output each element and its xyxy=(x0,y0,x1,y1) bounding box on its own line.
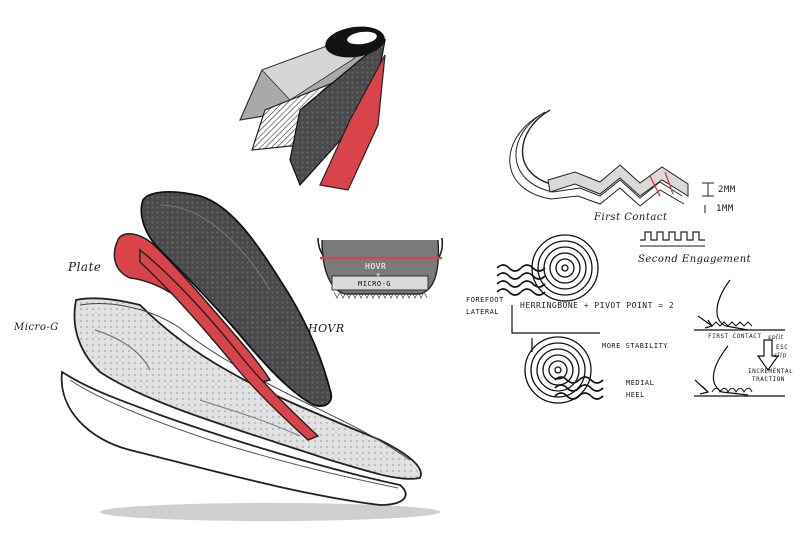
dimension-bottom-label: 1MM xyxy=(716,204,734,214)
more-stability-label: MORE STABILITY xyxy=(602,342,669,350)
traction-zigzag-illustration xyxy=(509,109,714,247)
slip-label: slip xyxy=(774,352,787,359)
incremental-label: INCREMENTAL xyxy=(748,368,794,375)
cross-section-microg-text: MICRO-G xyxy=(358,280,392,288)
first-contact-label: First Contact xyxy=(594,212,668,223)
cross-section-hovr-text: HOVR xyxy=(365,262,387,271)
heel-label: HEEL xyxy=(626,391,645,399)
plate-label: Plate xyxy=(68,260,102,274)
forefoot-label: FOREFOOT xyxy=(466,296,504,304)
cross-section-plus-text: + xyxy=(376,271,381,279)
dimension-top-label: 2MM xyxy=(718,185,736,195)
lateral-label: LATERAL xyxy=(466,308,500,316)
hovr-label: HOVR xyxy=(308,322,345,335)
contact-first-contact-label: FIRST CONTACT xyxy=(708,333,762,340)
esc-label: ESC xyxy=(776,344,789,351)
medial-label: MEDIAL xyxy=(626,379,655,387)
outsole-pattern-illustration xyxy=(496,234,604,404)
herringbone-label: HERRINGBONE + PIVOT POINT = 2 xyxy=(520,301,675,310)
microg-label: Micro-G xyxy=(14,322,59,333)
second-engagement-label: Second Engagement xyxy=(638,254,752,265)
traction-label: TRACTION xyxy=(752,376,785,383)
cross-section-illustration xyxy=(317,237,444,299)
heel-fragment-illustration xyxy=(239,26,386,191)
split-label: split xyxy=(768,334,784,341)
exploded-sole-illustration xyxy=(60,191,440,521)
contact-steps-illustration xyxy=(694,279,785,397)
